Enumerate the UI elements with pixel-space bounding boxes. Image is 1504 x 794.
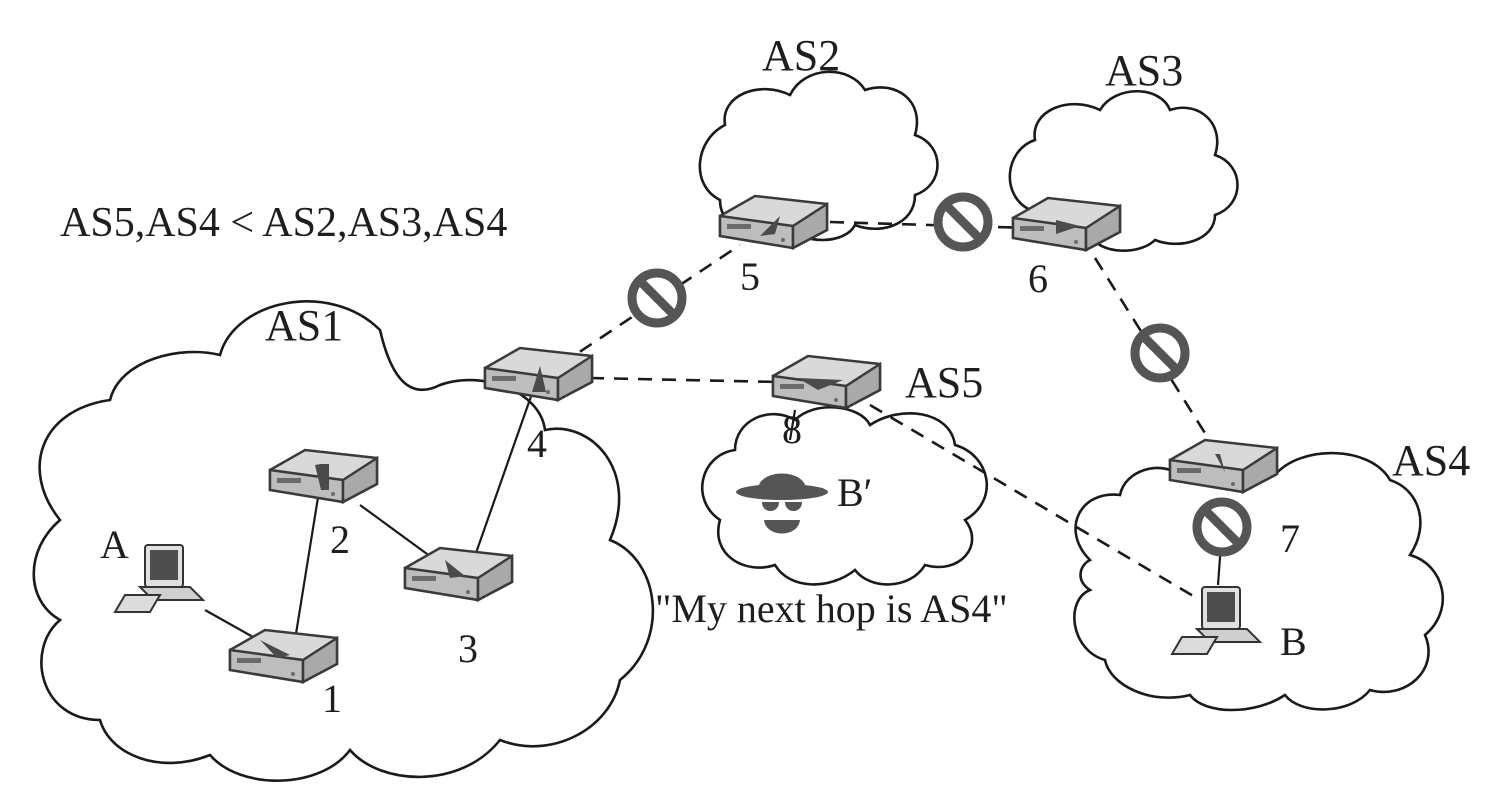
router-2 — [268, 448, 379, 504]
link-1-2 — [293, 484, 322, 641]
router-7-label: 7 — [1280, 516, 1300, 561]
as5-cloud — [701, 406, 989, 586]
blocked-4-5 — [632, 273, 682, 323]
no-entry-icon — [632, 273, 682, 323]
link-4-8 — [589, 376, 781, 384]
arrow-icon — [1215, 454, 1225, 472]
arrow-icon — [1056, 220, 1080, 234]
host-a-label: A — [100, 522, 129, 567]
router-5 — [718, 194, 829, 250]
no-entry-icon — [1135, 328, 1185, 378]
router-5-label: 5 — [740, 254, 760, 299]
as5-label: AS5 — [905, 358, 983, 407]
router-3 — [403, 546, 514, 602]
blocked-5-6 — [938, 197, 988, 247]
router-7 — [1168, 438, 1279, 494]
policy-text: AS5,AS4 < AS2,AS3,AS4 — [60, 200, 507, 246]
arrow-icon — [760, 216, 780, 236]
link-3-4 — [468, 384, 537, 571]
as3-label: AS3 — [1105, 46, 1183, 95]
arrow-icon — [315, 464, 329, 490]
blocked-7-b — [1197, 502, 1247, 552]
router-2-label: 2 — [330, 517, 350, 562]
arrow-icon — [260, 640, 290, 658]
router-4 — [483, 346, 594, 402]
router-6-label: 6 — [1028, 256, 1048, 301]
as2-label: AS2 — [762, 31, 840, 80]
link-8-bprime — [788, 409, 797, 441]
quote-text: "My next hop is AS4" — [655, 586, 1008, 631]
arrow-icon — [798, 378, 843, 390]
link-8-b — [869, 403, 1201, 602]
router-8 — [771, 354, 882, 410]
as1-cloud — [32, 300, 655, 782]
router-3-label: 3 — [458, 626, 478, 671]
router-4-label: 4 — [527, 421, 547, 466]
no-entry-icon — [1197, 502, 1247, 552]
link-5-6 — [829, 220, 1031, 230]
router-6 — [1011, 196, 1122, 252]
arrow-icon — [532, 366, 546, 392]
host-b-prime-label: B′ — [837, 470, 872, 515]
spy-icon — [736, 473, 828, 534]
no-entry-icon — [938, 197, 988, 247]
blocked-6-7 — [1135, 328, 1185, 378]
router-1-label: 1 — [322, 676, 342, 721]
as4-cloud — [1073, 449, 1445, 712]
arrow-icon — [445, 560, 465, 578]
host-b-label: B — [1280, 619, 1307, 664]
host-b-prime — [736, 473, 828, 534]
router-8-label: 8 — [782, 407, 802, 452]
as1-label: AS1 — [265, 301, 343, 350]
as4-label: AS4 — [1392, 436, 1470, 485]
router-1 — [228, 628, 339, 684]
